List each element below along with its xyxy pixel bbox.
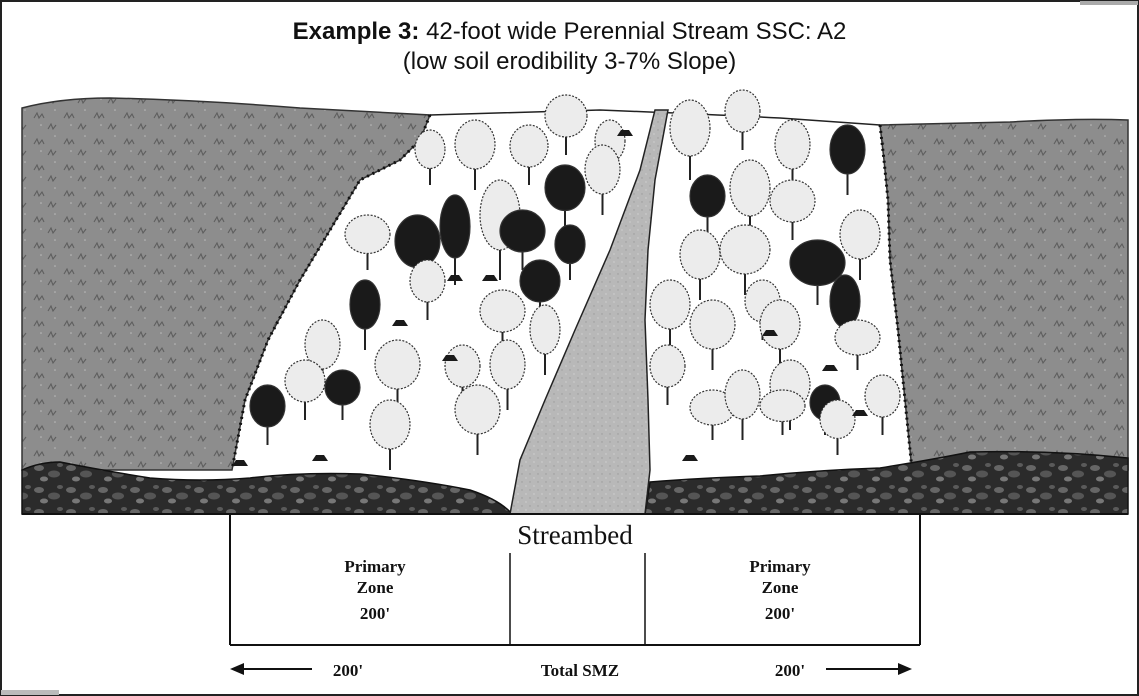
title-prefix: Example 3:	[292, 18, 420, 45]
deciduous-tree	[724, 89, 761, 150]
deciduous-tree	[719, 224, 771, 295]
deciduous-tree	[529, 304, 561, 375]
deciduous-tree	[759, 389, 806, 435]
left-zone-line2: Zone	[356, 578, 394, 597]
deciduous-tree	[369, 399, 411, 470]
left-soil	[21, 461, 514, 515]
tree-stump	[442, 355, 458, 361]
right-primary-zone: Primary Zone	[645, 556, 915, 598]
deciduous-tree	[689, 299, 736, 370]
conifer-tree	[789, 239, 846, 305]
conifer-tree	[554, 224, 586, 280]
right-smz-boundary	[878, 124, 914, 471]
deciduous-tree	[409, 259, 446, 320]
conifer-tree	[544, 164, 586, 230]
right-soil	[644, 450, 1129, 515]
tree-stump	[232, 460, 248, 466]
deciduous-tree	[839, 209, 881, 280]
corner-artifact-bottom	[1, 690, 59, 695]
deciduous-tree	[819, 399, 856, 455]
deciduous-tree	[454, 384, 501, 455]
deciduous-tree	[509, 124, 549, 185]
conifer-tree	[439, 194, 471, 285]
deciduous-tree	[774, 119, 811, 190]
total-smz-label: Total SMZ	[540, 661, 620, 680]
corner-artifact	[1080, 1, 1138, 5]
tree-stumps	[232, 130, 868, 466]
conifer-tree	[249, 384, 286, 445]
left-field	[21, 97, 432, 471]
tree-stump	[312, 455, 328, 461]
right-field	[879, 118, 1129, 471]
deciduous-tree	[834, 319, 881, 370]
tree-stump	[392, 320, 408, 326]
deciduous-tree	[584, 144, 621, 215]
streambed-label: Streambed	[517, 520, 633, 550]
deciduous-tree	[454, 119, 496, 190]
tree-stump	[682, 455, 698, 461]
right-dimension-arrow	[826, 663, 912, 675]
tree-stump	[617, 130, 633, 136]
deciduous-tree	[669, 99, 711, 180]
deciduous-tree	[544, 94, 588, 155]
tree-stump	[822, 365, 838, 371]
conifer-tree	[829, 124, 866, 195]
riparian-forest	[249, 89, 901, 470]
title-main: 42-foot wide Perennial Stream SSC: A2	[426, 18, 847, 45]
tree-stump	[482, 275, 498, 281]
deciduous-tree	[284, 359, 326, 420]
left-dimension-label: 200'	[332, 661, 364, 680]
left-smz-boundary	[230, 114, 432, 471]
deciduous-tree	[374, 339, 421, 410]
left-dimension-arrow	[230, 663, 312, 675]
deciduous-tree	[649, 279, 691, 350]
deciduous-tree	[489, 339, 526, 410]
right-zone-line2: Zone	[761, 578, 799, 597]
deciduous-tree	[679, 229, 721, 300]
conifer-tree	[499, 209, 546, 270]
deciduous-tree	[769, 179, 816, 240]
left-zone-line1: Primary	[344, 557, 406, 576]
deciduous-tree	[724, 369, 761, 440]
right-dimension-label: 200'	[774, 661, 806, 680]
conifer-tree	[349, 279, 381, 350]
deciduous-tree	[864, 374, 901, 435]
conifer-tree	[689, 174, 726, 235]
deciduous-tree	[344, 214, 391, 270]
tree-stump	[447, 275, 463, 281]
deciduous-tree	[414, 129, 446, 185]
tree-stump	[852, 410, 868, 416]
right-zone-distance: 200'	[764, 604, 796, 623]
conifer-tree	[324, 369, 361, 420]
tree-stump	[762, 330, 778, 336]
deciduous-tree	[479, 289, 526, 350]
right-zone-line1: Primary	[749, 557, 811, 576]
left-zone-distance: 200'	[359, 604, 391, 623]
left-primary-zone: Primary Zone	[240, 556, 510, 598]
figure-title: Example 3: 42-foot wide Perennial Stream…	[0, 18, 1139, 46]
deciduous-tree	[649, 344, 686, 405]
figure-subtitle: (low soil erodibility 3-7% Slope)	[402, 48, 737, 75]
